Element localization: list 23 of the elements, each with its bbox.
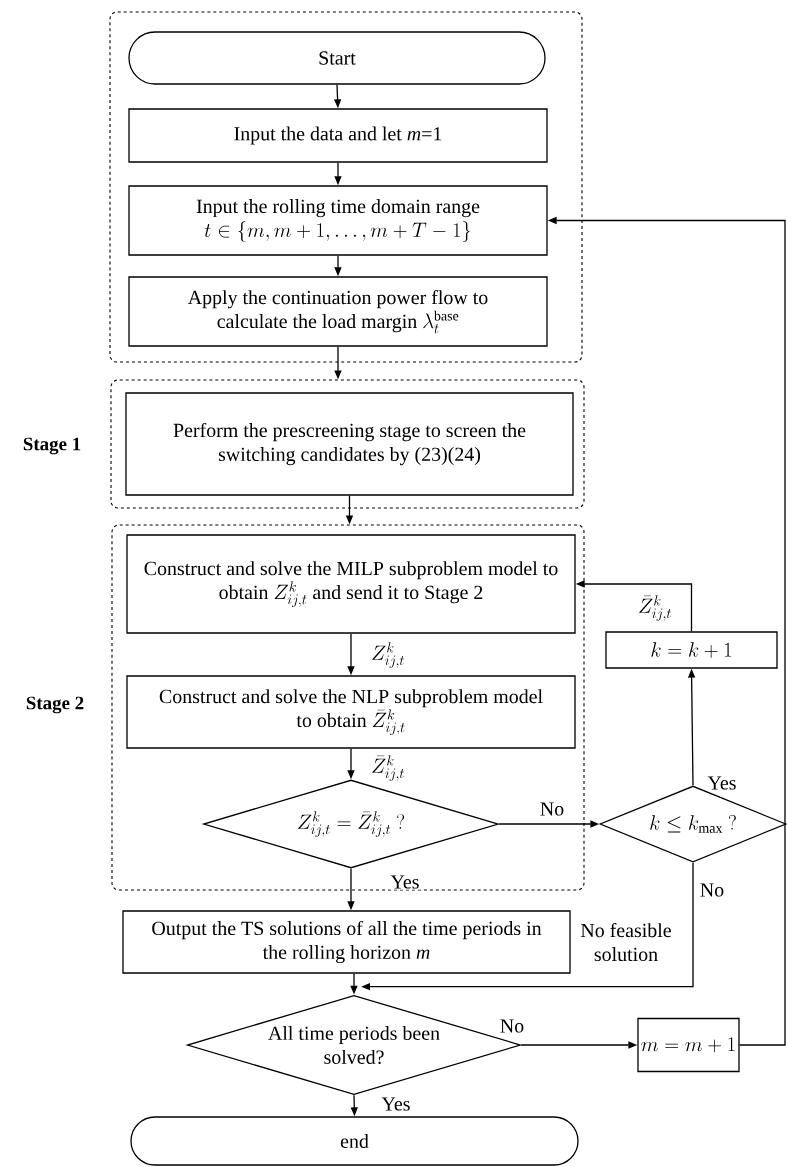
process-box: $k=k+1$ [605, 631, 778, 669]
process-box: Output the TS solutions of all the time periods in the rolling horizon m [122, 910, 571, 974]
process-box: Apply the continuation power flow to calculate the load margin $\lambda_t^{\mathrm{base}}$ [128, 276, 548, 347]
dashed-group-box [109, 11, 583, 363]
edge-label: Yes [380, 1096, 412, 1112]
stage-label: Stage 1 [23, 437, 81, 455]
terminal-box: end [130, 1116, 579, 1166]
edge-label: Yes [389, 874, 421, 890]
process-box: Input the data and let m=1 [128, 108, 548, 163]
process-box: Construct and solve the MILP subproblem model to obtain $Z_{ij,t}^{k}$ and send it to Stage 2 [126, 534, 576, 634]
edge-label: No [498, 1018, 526, 1034]
stage-label: Stage 2 [26, 696, 84, 714]
note-label: No feasible solution [580, 922, 671, 962]
edge-label: No [538, 801, 566, 817]
edge-label: $\bar{Z}_{ij,t}^{k}$ [370, 754, 406, 782]
terminal-box: Start [128, 31, 546, 85]
process-box: Input the rolling time domain range $t\in\left\{m,m+1,\ldots,m+T-1\right\}$ [128, 185, 548, 256]
process-box: Perform the prescreening stage to screen the switching candidates by (23)(24) [125, 392, 574, 496]
process-box: Construct and solve the NLP subproblem model to obtain $\bar{Z}_{ij,t}^{k}$ [126, 675, 576, 749]
edge-label: $Z_{ij,t}^{k}$ [370, 641, 406, 669]
process-box: $m=m+1$ [637, 1017, 740, 1073]
edge-label: No [698, 882, 726, 898]
edge-label: $\bar{Z}_{ij,t}^{k}$ [637, 594, 673, 622]
